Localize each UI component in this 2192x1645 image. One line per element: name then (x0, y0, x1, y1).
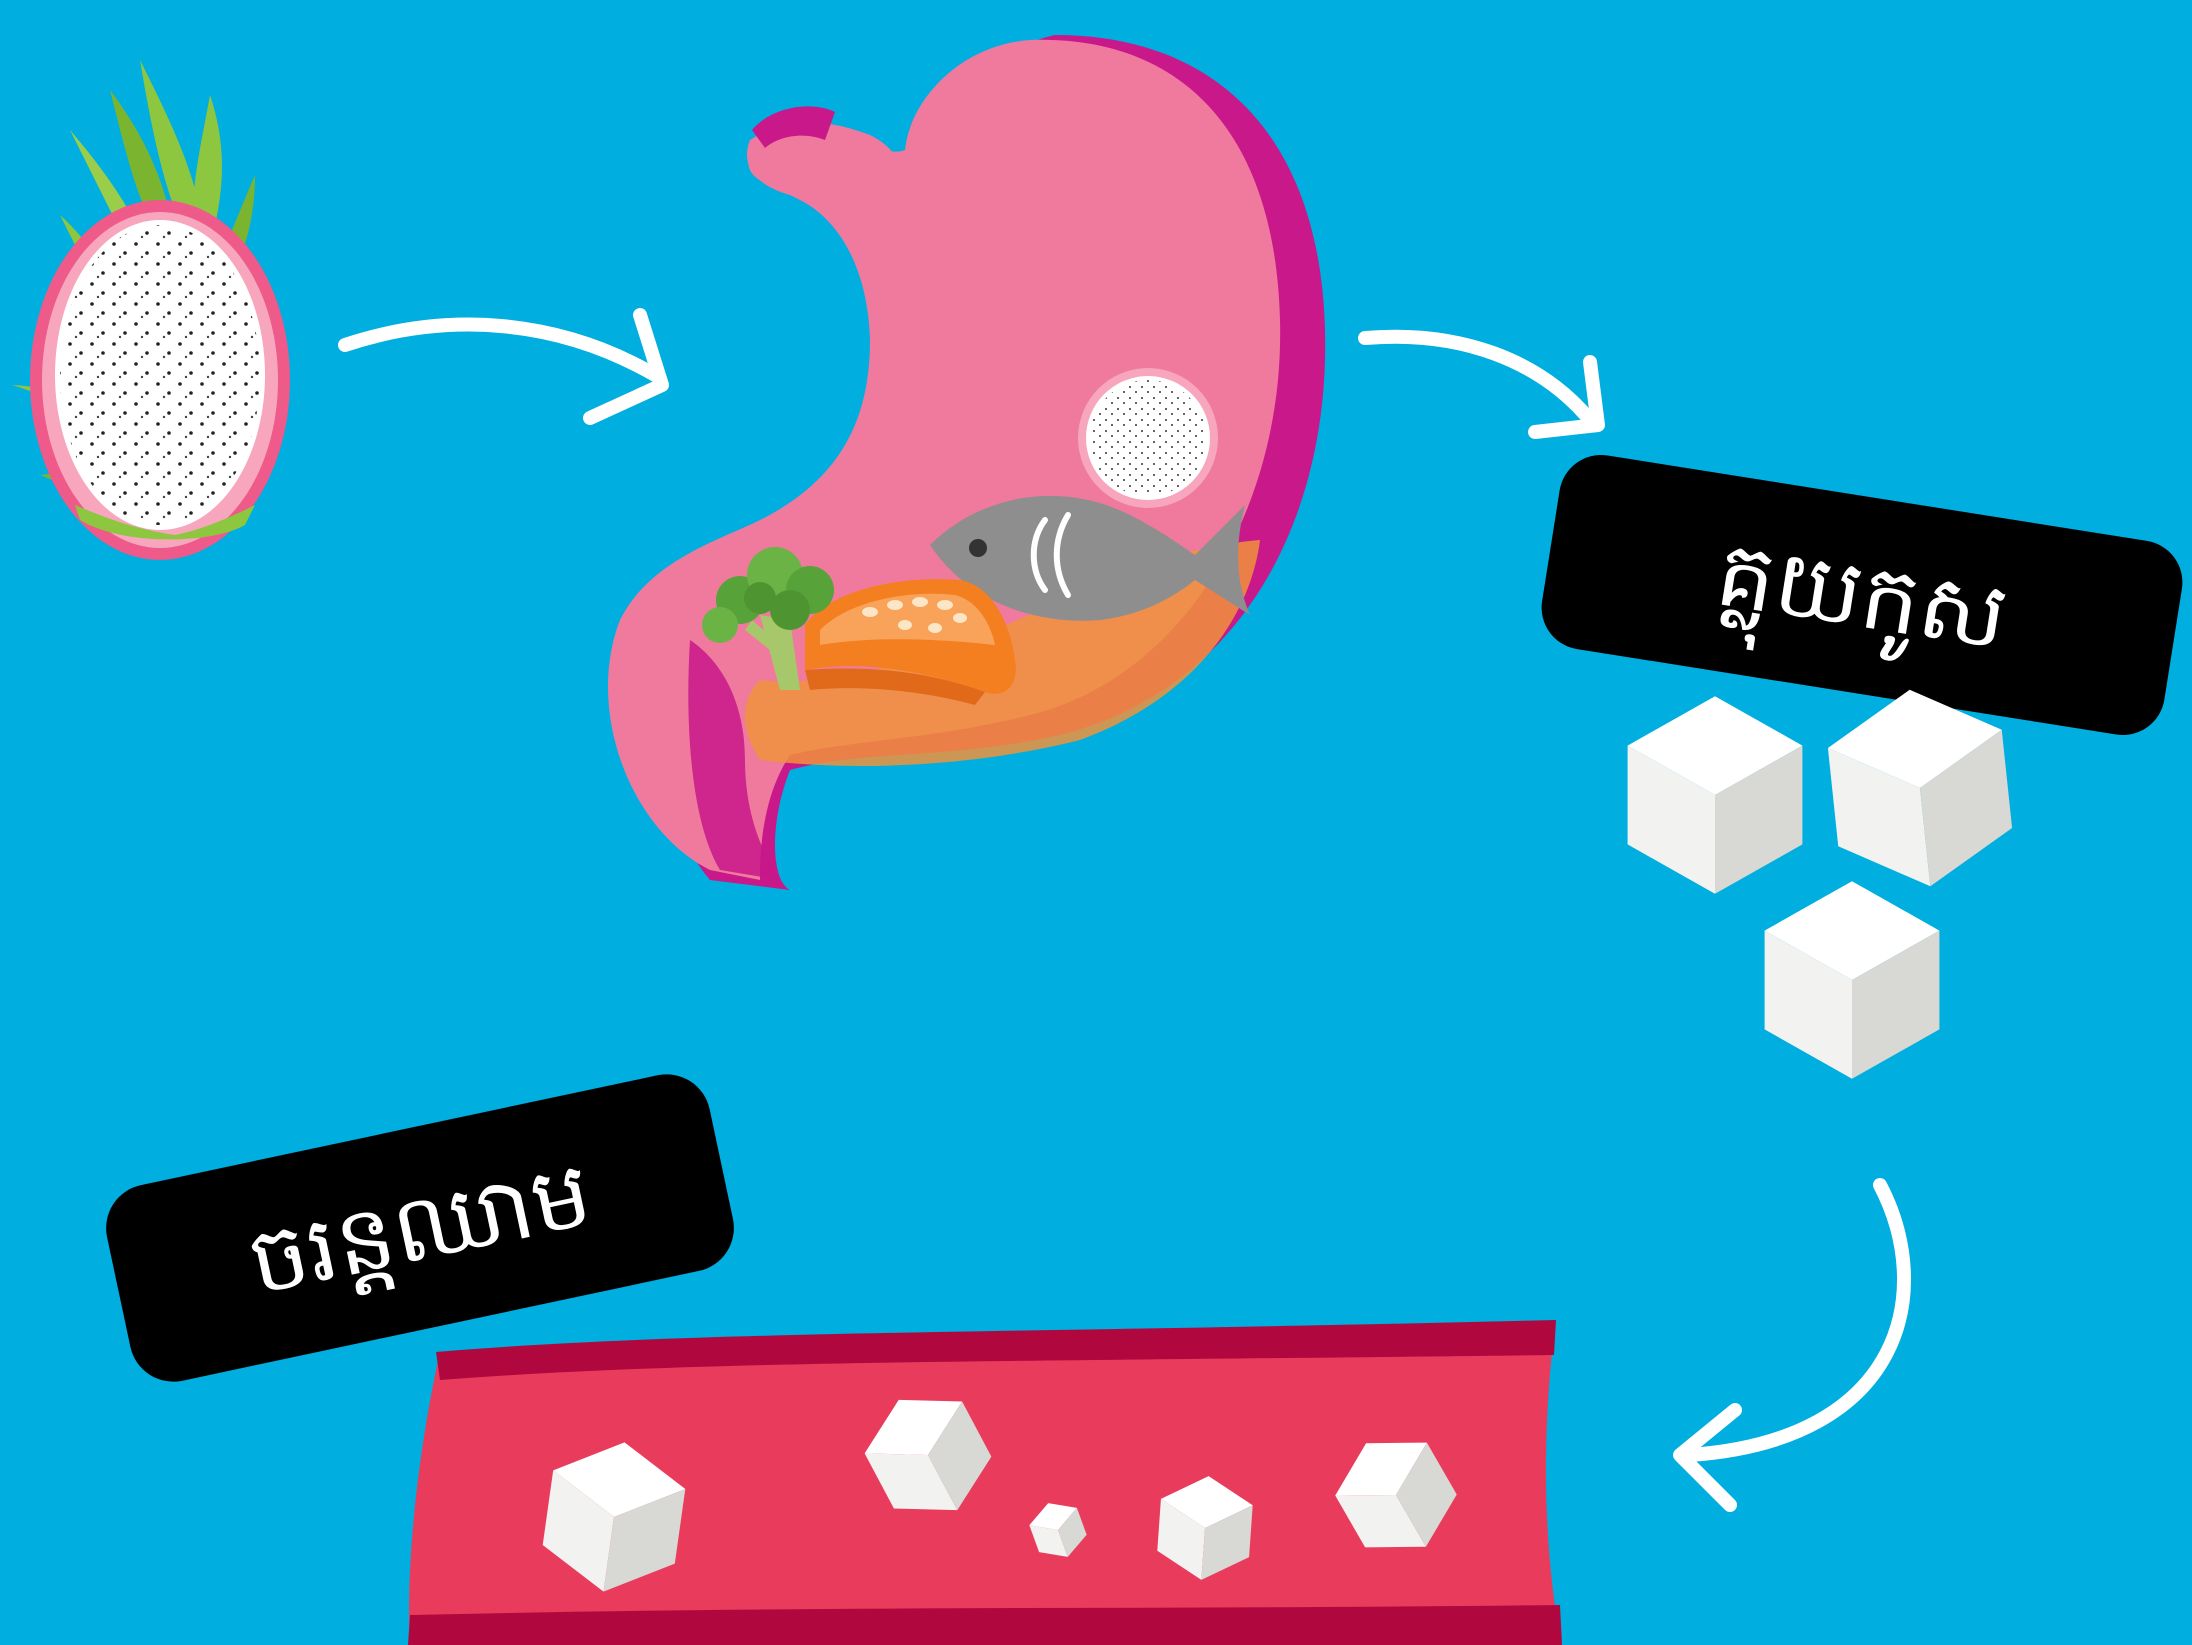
glucose-label: គ្លុយកូស (1536, 449, 2189, 741)
dragon-fruit-icon (12, 60, 290, 560)
sugar-cube-icon (1628, 696, 1803, 894)
arrow-icon (345, 315, 662, 418)
arrow-icon (1365, 337, 1598, 432)
sugar-cube-icon (1765, 881, 1940, 1079)
arrow-icon (1680, 1185, 1904, 1505)
stomach-icon (608, 35, 1325, 890)
dragon-fruit-slice-icon (1078, 368, 1218, 508)
